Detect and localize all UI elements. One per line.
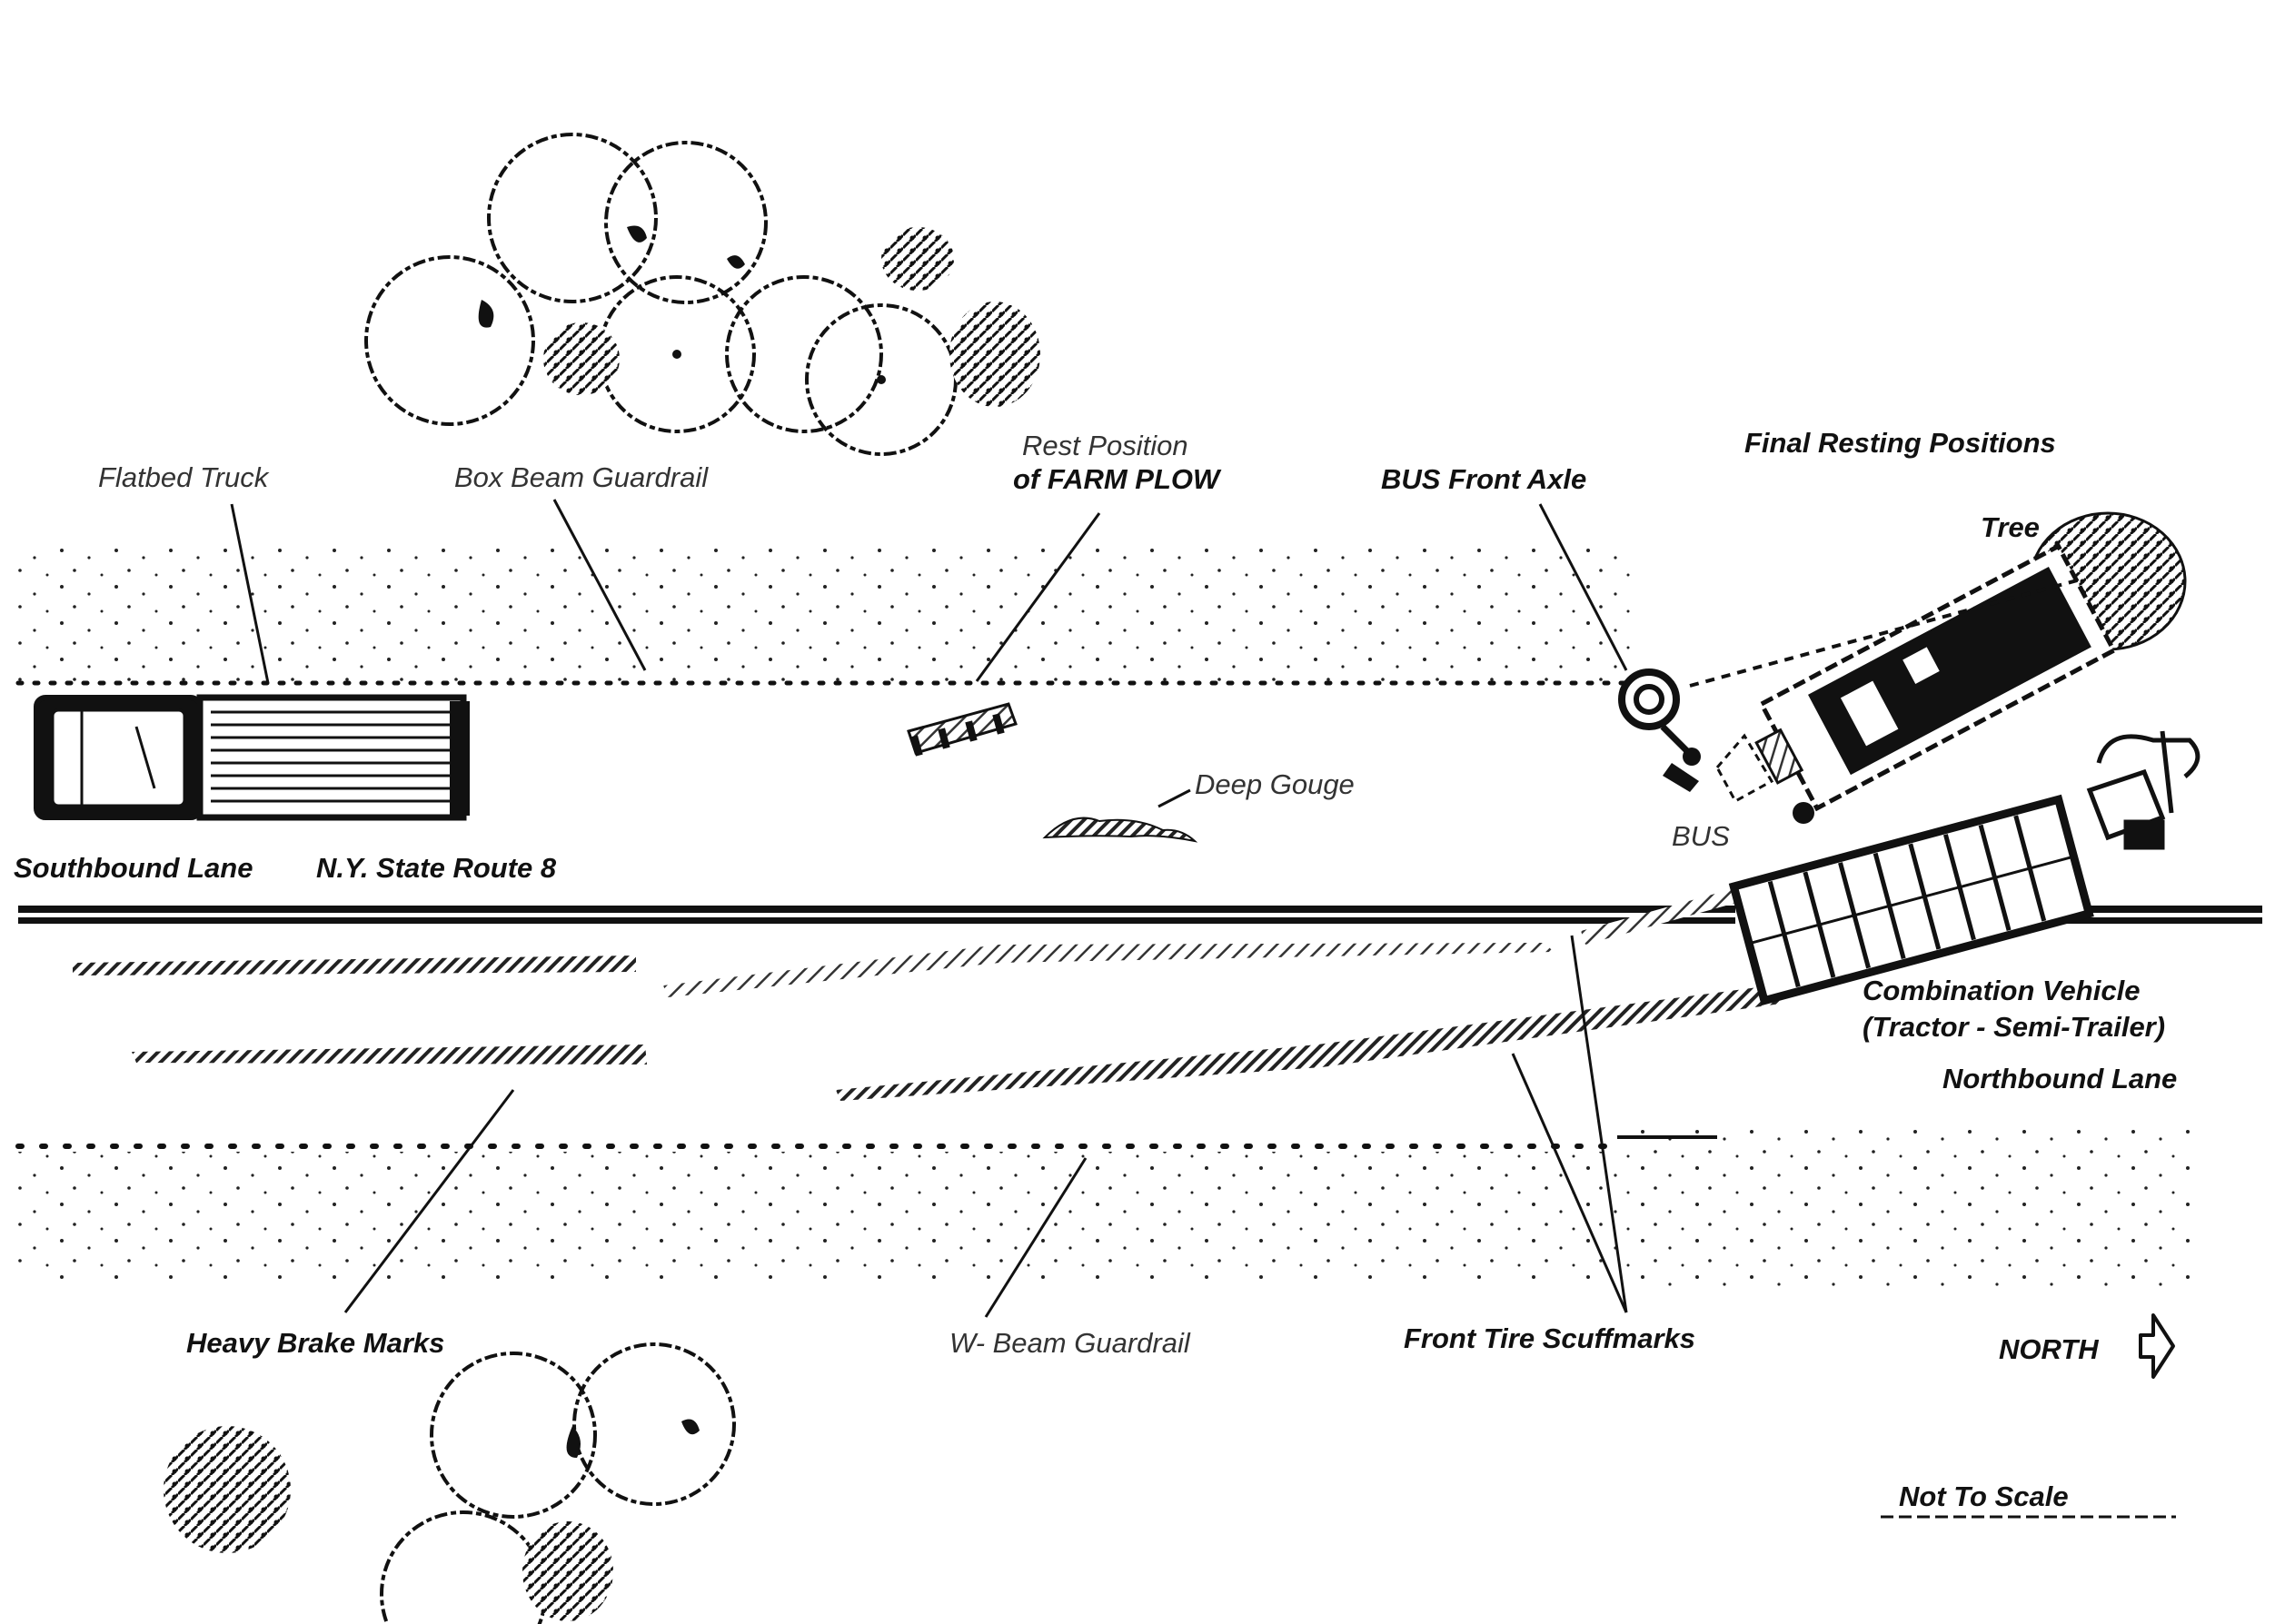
- w-beam-guardrail-label: W- Beam Guardrail: [949, 1327, 1190, 1359]
- shrub: [522, 1521, 613, 1621]
- rest-position-label-line1: Rest Position: [1022, 430, 1188, 461]
- flatbed-truck-label: Flatbed Truck: [98, 461, 269, 493]
- front-tire-scuffmarks-label: Front Tire Scuffmarks: [1404, 1322, 1696, 1354]
- tree-canopy: [572, 1342, 736, 1506]
- scuff-mark-lower: [836, 985, 1781, 1101]
- combination-vehicle-label-line2: (Tractor - Semi-Trailer): [1863, 1011, 2166, 1043]
- deep-gouge-mark: [1042, 817, 1198, 843]
- bus-front-axle-label: BUS Front Axle: [1381, 463, 1587, 495]
- skid-marks: [73, 886, 1781, 1101]
- tree-canopy: [604, 141, 768, 304]
- bus-front-axle-drawing: [1618, 668, 1814, 824]
- tree-label: Tree: [1981, 511, 2040, 543]
- tree-canopy: [487, 133, 658, 303]
- shrub: [543, 322, 620, 395]
- bus-label: BUS: [1672, 820, 1730, 852]
- not-to-scale-label: Not To Scale: [1899, 1480, 2069, 1512]
- upper-trees: [364, 133, 958, 456]
- brake-mark-lower: [132, 1045, 647, 1065]
- bus-outline-dashed: [1689, 578, 2081, 688]
- deep-gouge-label: Deep Gouge: [1195, 768, 1355, 800]
- shrub: [881, 227, 954, 291]
- roadside-upper: [18, 545, 1635, 681]
- north-label: NORTH: [1999, 1333, 2099, 1365]
- roadside-lower-right: [1617, 1126, 2199, 1290]
- tree-canopy: [430, 1352, 597, 1519]
- shrub: [949, 302, 1040, 407]
- bus-drawing: [1754, 543, 2117, 812]
- leader-lines: [230, 499, 1628, 1318]
- final-resting-positions-label: Final Resting Positions: [1744, 427, 2056, 459]
- tree-canopy: [380, 1510, 547, 1624]
- heavy-brake-marks-label: Heavy Brake Marks: [186, 1327, 445, 1359]
- tractor-cab-drawing: [2086, 730, 2200, 850]
- shrub: [164, 1426, 291, 1553]
- combination-vehicle-label-line1: Combination Vehicle: [1863, 975, 2141, 1006]
- scuff-mark-upper: [1581, 886, 1749, 945]
- flatbed-truck-drawing: [34, 694, 470, 821]
- northbound-lane-label: Northbound Lane: [1942, 1063, 2178, 1094]
- southbound-lane-label: Southbound Lane: [14, 852, 253, 884]
- tree-canopy: [364, 255, 535, 426]
- skid-mark-middle: [663, 943, 1554, 997]
- north-arrow-icon: [2139, 1313, 2175, 1379]
- box-beam-guardrail-label: Box Beam Guardrail: [454, 461, 709, 493]
- farm-plow-drawing: [907, 702, 1018, 757]
- tree-canopy: [598, 275, 756, 433]
- tree-canopy: [725, 275, 883, 433]
- route-label: N.Y. State Route 8: [316, 852, 557, 884]
- rest-position-label-line2: of FARM PLOW: [1013, 463, 1220, 495]
- combination-vehicle-drawing: [1728, 794, 2094, 1006]
- brake-mark-upper: [73, 956, 636, 975]
